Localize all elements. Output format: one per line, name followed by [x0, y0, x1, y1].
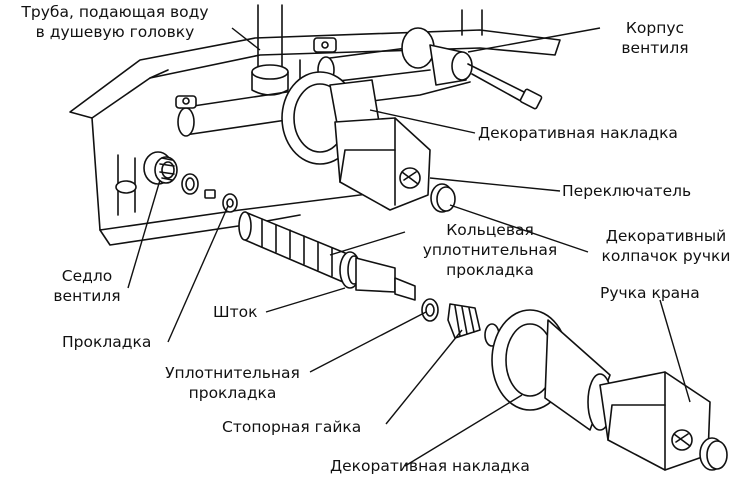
stem-part	[238, 211, 416, 301]
handle-part	[599, 371, 728, 471]
label-trim-top: Декоративная накладка	[478, 124, 678, 142]
label-valve-body: Корпус вентиля	[621, 19, 689, 57]
label-switch: Переключатель	[562, 182, 692, 200]
label-gasket: Прокладка	[62, 333, 152, 351]
switch-part	[334, 117, 431, 211]
label-oring: Кольцевая уплотнительная прокладка	[422, 221, 558, 279]
valve-seat-part	[143, 151, 199, 195]
label-pipe: Труба, подающая воду в душевую головку	[21, 3, 209, 41]
supply-pipe	[251, 4, 483, 96]
label-cap: Декоративный колпачок ручки	[601, 227, 731, 265]
valve-body-part	[401, 27, 543, 110]
lower-escutcheon	[491, 309, 613, 431]
label-seat: Седло вентиля	[53, 267, 121, 305]
label-trim-bottom: Декоративная накладка	[330, 457, 530, 475]
label-stem: Шток	[213, 303, 258, 321]
upper-cap	[430, 183, 456, 213]
locknut-part	[447, 303, 500, 347]
seal-part	[421, 298, 439, 322]
gasket-part	[204, 189, 238, 213]
leader-lines	[127, 27, 691, 467]
label-handle: Ручка крана	[600, 284, 700, 302]
label-seal: Уплотнительная прокладка	[165, 364, 300, 402]
label-locknut: Стопорная гайка	[222, 418, 362, 436]
